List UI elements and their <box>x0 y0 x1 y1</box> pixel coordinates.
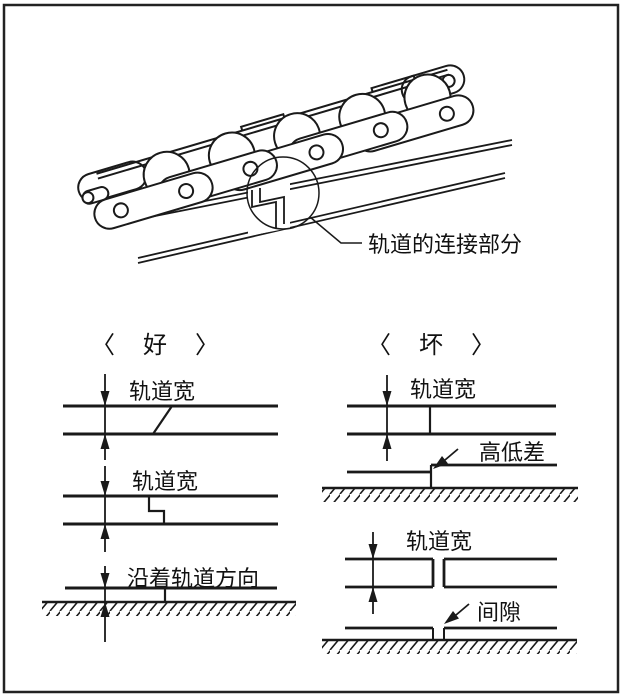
good-section: 〈 好 〉 轨道宽 轨道宽 沿 <box>42 332 296 642</box>
rail-far-edge-line-2 <box>149 144 513 218</box>
ground-hatching <box>42 603 296 616</box>
good-diagram-slant-joint: 轨道宽 <box>63 374 278 460</box>
height-difference-detail: 高低差 <box>322 440 578 502</box>
bad-diagram-gap: 轨道宽 <box>322 529 577 654</box>
pointer-arrowhead <box>444 611 459 624</box>
arrow-up <box>100 434 110 449</box>
rail-joint-detail <box>248 178 290 236</box>
pin-end-left <box>81 191 95 205</box>
good-diagram-step-joint: 轨道宽 <box>63 466 278 552</box>
joint-step-left-edge <box>251 190 277 229</box>
height-difference-label: 高低差 <box>479 440 545 465</box>
bad-diagram2-label: 轨道宽 <box>406 529 472 554</box>
bad-diagram1-label: 轨道宽 <box>410 377 476 402</box>
step-joint-line <box>147 496 166 524</box>
good-diagram2-label: 轨道宽 <box>132 469 198 494</box>
good-diagram1-label: 轨道宽 <box>129 379 195 404</box>
gap-label: 间隙 <box>477 600 521 625</box>
joint-highlight-circle <box>246 156 320 230</box>
ground-hatching <box>322 489 578 502</box>
good-diagram-along-track: 沿着轨道方向 <box>42 566 296 642</box>
joint-step-right-edge <box>259 188 285 224</box>
slant-joint-line <box>152 405 173 435</box>
joint-gap <box>248 178 290 236</box>
width-dimension <box>382 375 392 461</box>
arrow-down <box>368 544 378 559</box>
arrow-up <box>382 434 392 449</box>
arrow-down <box>100 391 110 406</box>
pointer-line <box>444 448 459 461</box>
ground-hatching <box>322 641 577 654</box>
far-plate-overlap-notch <box>370 74 416 93</box>
pointer-arrowhead <box>433 456 448 469</box>
far-plate-overlap-notch <box>239 113 286 131</box>
rail-near-edge-line-2 <box>137 177 506 264</box>
good-section-header: 〈 好 〉 <box>91 332 221 359</box>
width-dimension <box>100 466 110 552</box>
rail-far-edge-line-1 <box>149 139 513 213</box>
label-track-connection: 轨道的连接部分 <box>368 232 522 257</box>
arrow-up <box>100 524 110 539</box>
leader-line <box>309 216 362 244</box>
roller-chain <box>77 64 475 230</box>
link-plate-a <box>93 171 214 230</box>
arrow-down <box>382 391 392 406</box>
rail <box>137 139 513 264</box>
height-dimension <box>100 566 110 642</box>
arrow-down <box>100 481 110 496</box>
upper-rails <box>345 557 557 589</box>
arrow-up <box>368 587 378 602</box>
arrow-down <box>100 573 110 588</box>
bad-diagram-butt-joint: 轨道宽 高低差 <box>322 375 578 502</box>
chain-illustration: 轨道的连接部分 <box>77 64 522 264</box>
rail-near-edge-line-1 <box>137 172 506 259</box>
pointer-line <box>455 603 470 616</box>
width-dimension <box>368 532 378 614</box>
width-dimension <box>100 374 110 460</box>
bad-section-header: 〈 坏 〉 <box>367 332 497 359</box>
arrow-up <box>100 602 110 617</box>
bad-section: 〈 坏 〉 轨道宽 高低差 <box>322 332 578 654</box>
gap-detail: 间隙 <box>322 600 577 654</box>
page-border <box>2 3 620 694</box>
